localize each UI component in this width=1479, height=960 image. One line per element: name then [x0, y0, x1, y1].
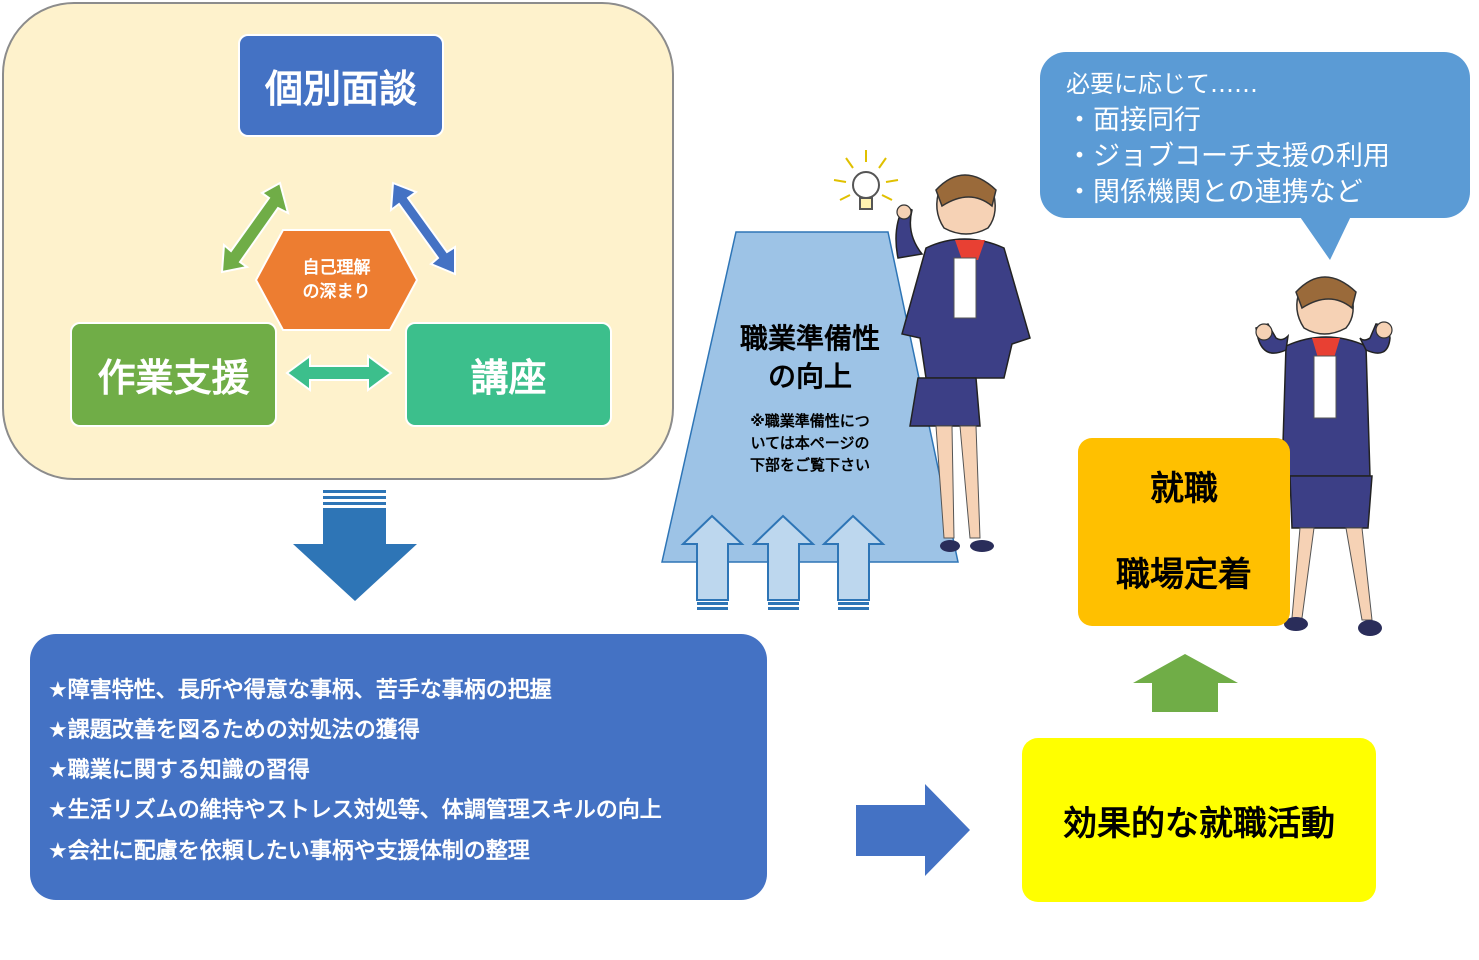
goal-item: ★課題改善を図るための対処法の獲得	[48, 718, 420, 743]
double-arrow-horizontal	[285, 354, 393, 392]
readiness-title-line-1: 職業準備性	[739, 322, 880, 355]
speech-line-2: ・面接同行	[1066, 105, 1201, 136]
woman-figure-cheering	[1255, 276, 1393, 636]
readiness-note-line-3: 下部をご覧下さい	[749, 456, 870, 474]
up-arrow-1	[680, 514, 745, 610]
light-bulb-icon	[833, 150, 899, 210]
down-arrow	[293, 490, 417, 601]
speech-line-3: ・ジョブコーチ支援の利用	[1066, 141, 1390, 172]
readiness-title-line-2: の向上	[767, 360, 852, 393]
readiness-title: 職業準備性 の向上	[700, 320, 920, 396]
employment-line-2: 職場定着	[1116, 555, 1252, 595]
readiness-note-line-2: いては本ページの	[750, 434, 870, 452]
speech-line-4: ・関係機関との連携など	[1066, 177, 1363, 208]
goal-item: ★会社に配慮を依頼したい事柄や支援体制の整理	[48, 839, 530, 864]
speech-bubble: 必要に応じて…… ・面接同行 ・ジョブコーチ支援の利用 ・関係機関との連携など	[1040, 52, 1470, 218]
goals-box: ★障害特性、長所や得意な事柄、苦手な事柄の把握 ★課題改善を図るための対処法の獲…	[30, 634, 767, 900]
self-understanding-hexagon	[254, 229, 419, 331]
readiness-note: ※職業準備性につ いては本ページの 下部をご覧下さい	[715, 410, 905, 476]
employment-line-1: 就職	[1150, 469, 1218, 509]
readiness-trapezoid	[661, 231, 959, 563]
self-understanding-label: 自己理解 の深まり	[255, 228, 418, 331]
goal-item: ★生活リズムの維持やストレス対処等、体調管理スキルの向上	[48, 798, 662, 823]
double-arrow-right	[389, 181, 456, 276]
up-arrow-3	[821, 514, 886, 610]
speech-bubble-tail	[1298, 214, 1352, 260]
work-support-box: 作業支援	[70, 322, 277, 427]
green-up-arrow	[1133, 654, 1238, 712]
woman-figure-pointing	[895, 174, 1031, 552]
goal-item: ★障害特性、長所や得意な事柄、苦手な事柄の把握	[48, 678, 552, 703]
up-arrow-2	[751, 514, 816, 610]
lecture-box: 講座	[405, 322, 612, 427]
interview-box: 個別面談	[238, 34, 444, 137]
hex-line-1: 自己理解	[302, 257, 371, 278]
double-arrow-left	[220, 181, 290, 274]
hex-line-2: の深まり	[302, 281, 371, 302]
speech-line-1: 必要に応じて……	[1066, 70, 1258, 98]
right-arrow	[856, 784, 970, 876]
employment-box: 就職 職場定着	[1078, 438, 1290, 626]
job-hunting-box: 効果的な就職活動	[1022, 738, 1376, 902]
goal-item: ★職業に関する知識の習得	[48, 758, 310, 783]
readiness-note-line-1: ※職業準備性につ	[750, 412, 870, 430]
